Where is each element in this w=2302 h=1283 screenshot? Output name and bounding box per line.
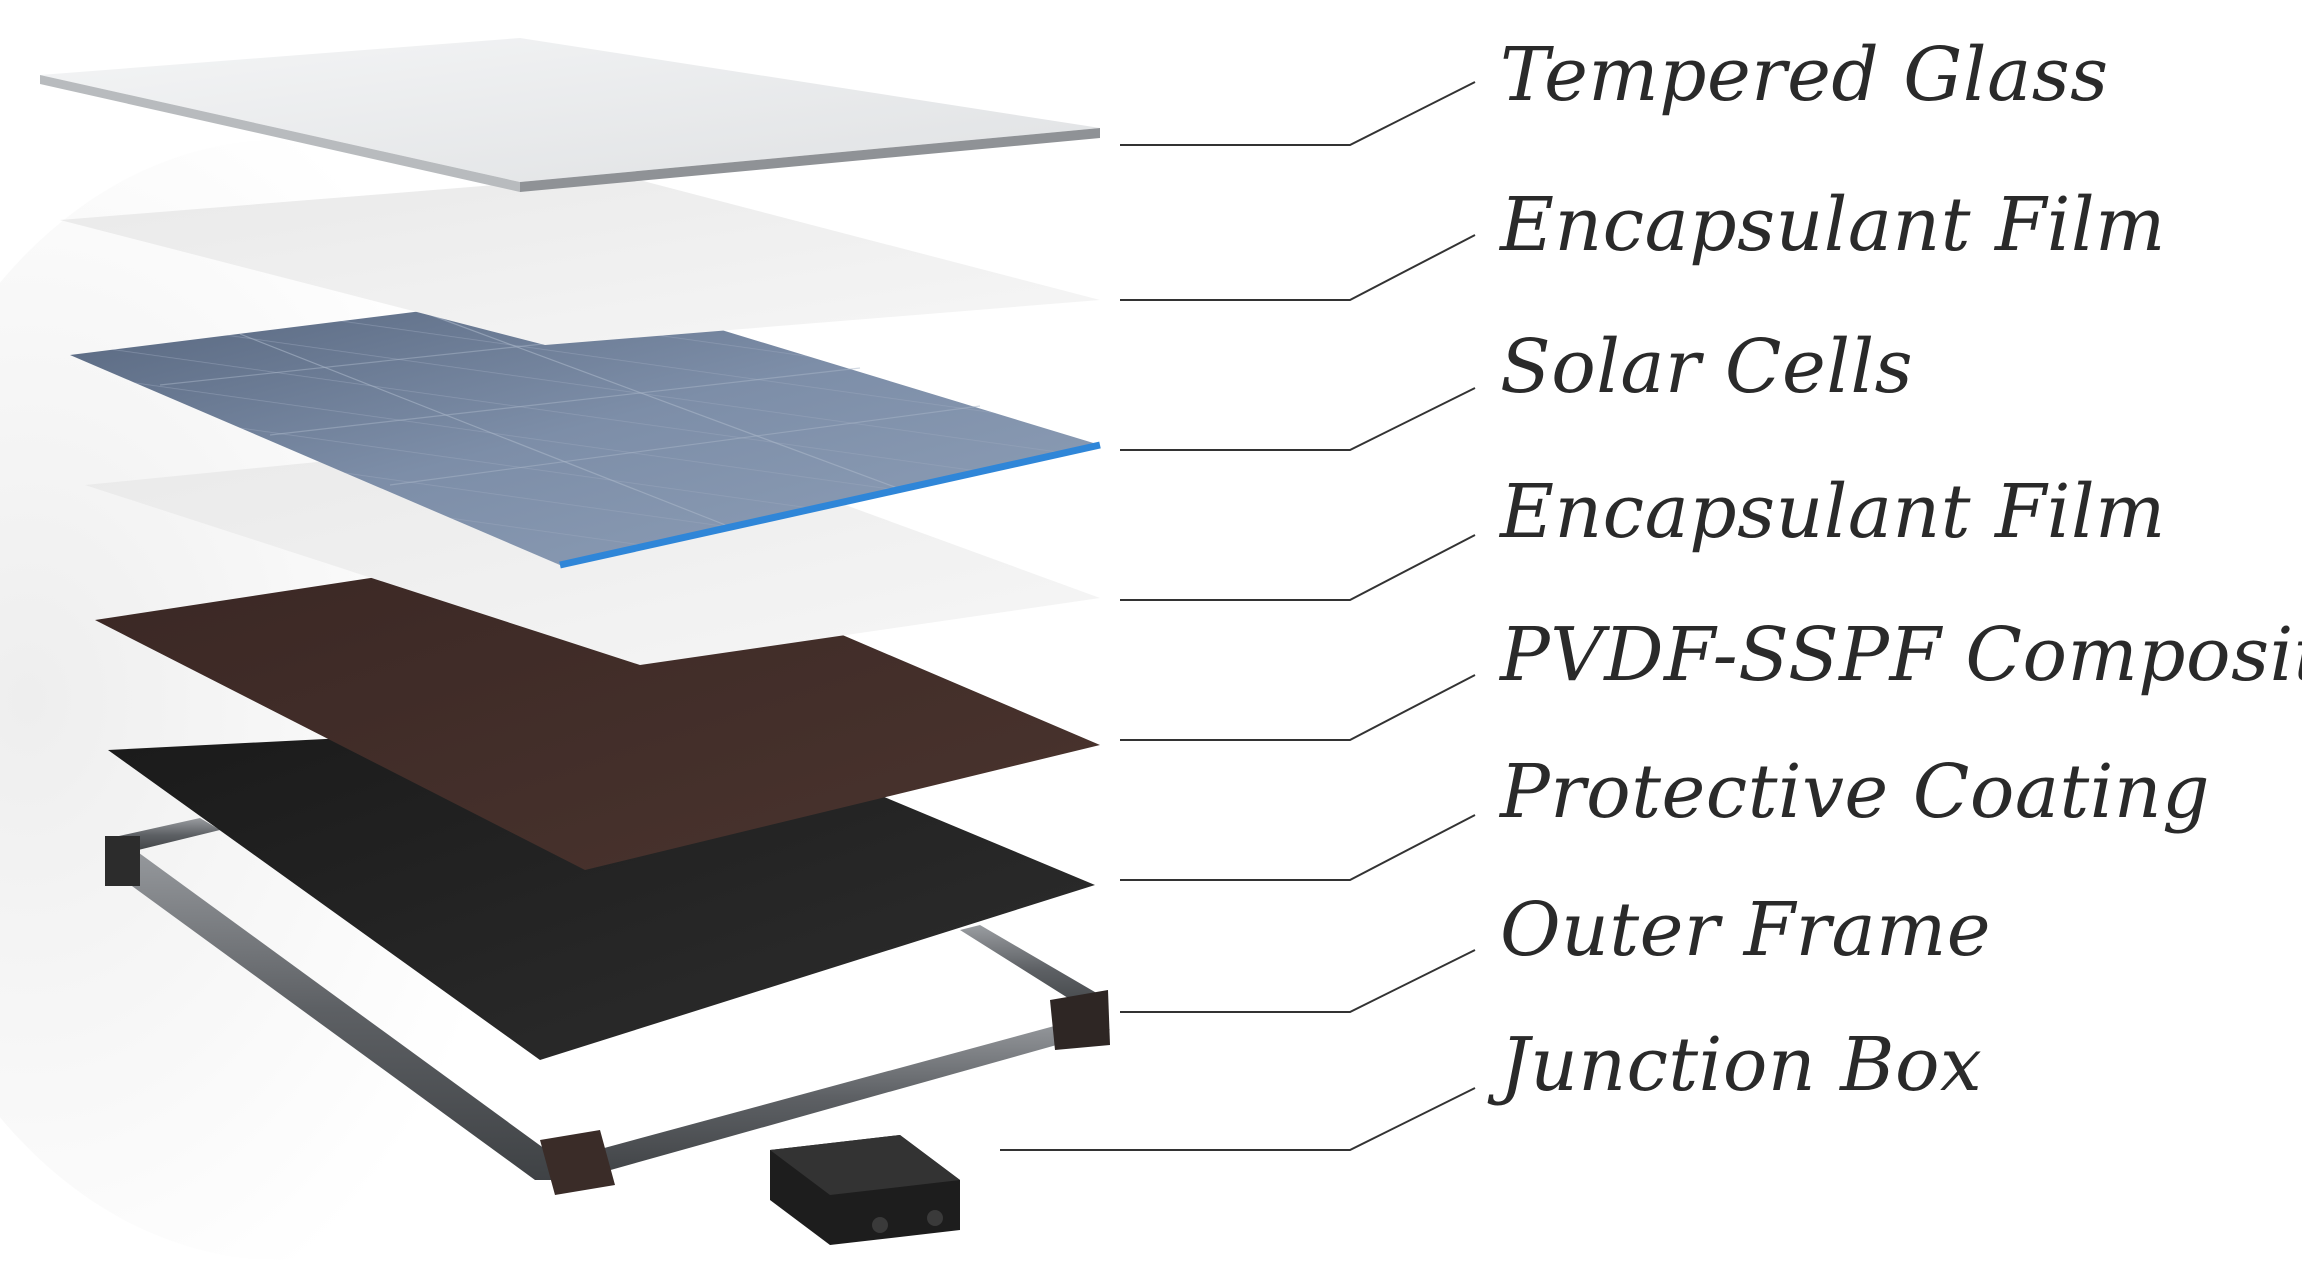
leader-line-protective-coating xyxy=(1120,814,1476,881)
pvdf-sspf-composite-part xyxy=(95,540,1100,870)
leader-line-encapsulant-film-bottom xyxy=(1120,534,1476,601)
leader-line-encapsulant-film-top xyxy=(1120,234,1476,301)
label-encapsulant-film-bottom: Encapsulant Film xyxy=(1500,469,2166,555)
label-junction-box: Junction Box xyxy=(1500,1022,1983,1108)
tempered-glass-part xyxy=(40,38,1100,192)
label-pvdf-sspf-composites: PVDF-SSPF Composites xyxy=(1500,612,2302,698)
label-protective-coating: Protective Coating xyxy=(1500,749,2210,835)
leader-line-solar-cells xyxy=(1120,387,1476,451)
junction-box-part xyxy=(770,1135,960,1245)
leader-line-tempered-glass xyxy=(1120,81,1476,146)
leader-line-pvdf-sspf xyxy=(1120,674,1476,741)
outer-frame-part xyxy=(105,818,1110,1195)
leader-line-junction-box xyxy=(1000,1087,1476,1151)
label-outer-frame: Outer Frame xyxy=(1500,887,1992,973)
label-encapsulant-film-top: Encapsulant Film xyxy=(1500,182,2166,268)
leader-line-outer-frame xyxy=(1120,949,1476,1013)
solar-cells-part xyxy=(70,290,1101,569)
label-tempered-glass: Tempered Glass xyxy=(1500,32,2109,118)
leader-lines xyxy=(1000,81,1476,1151)
label-solar-cells: Solar Cells xyxy=(1500,324,1914,410)
encapsulant-film-top-part xyxy=(60,175,1100,345)
